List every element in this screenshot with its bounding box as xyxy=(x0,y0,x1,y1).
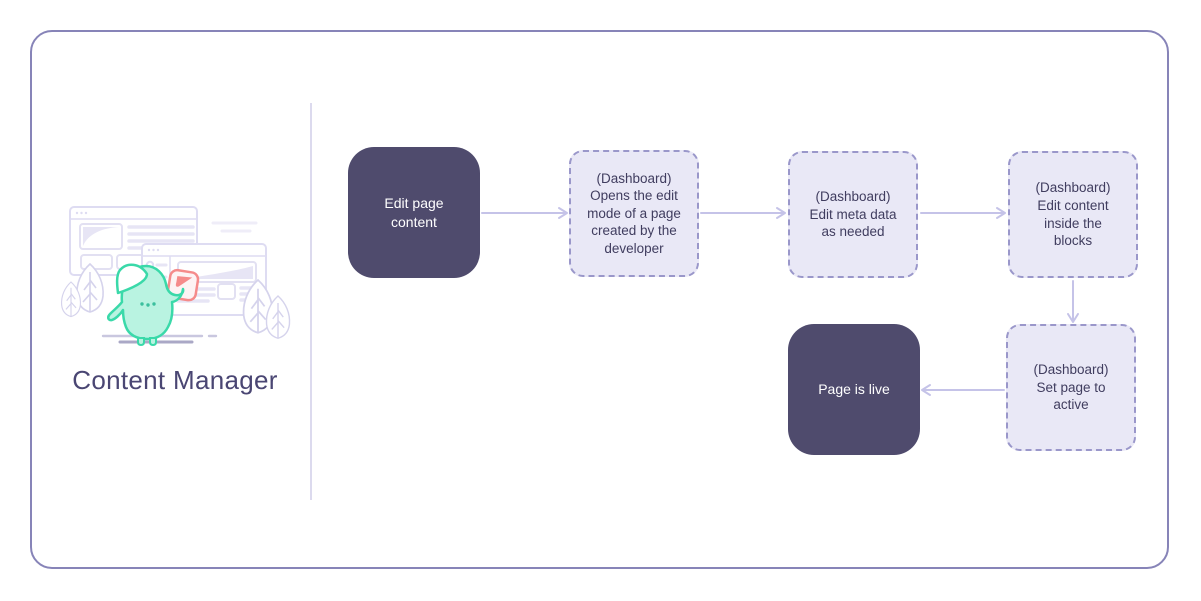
browser-window-back-icon xyxy=(69,206,198,276)
arrow-edit-to-open xyxy=(481,207,568,219)
node-edit-page-content: Edit page content xyxy=(348,147,480,278)
node-set-page-active: (Dashboard) Set page to active xyxy=(1006,324,1136,451)
arrow-blocks-to-active xyxy=(1067,280,1079,323)
node-page-is-live: Page is live xyxy=(788,324,920,455)
faint-lines-icon xyxy=(211,221,258,233)
plant-left-icon xyxy=(60,263,104,318)
node-edit-content-blocks: (Dashboard) Edit content inside the bloc… xyxy=(1008,151,1138,278)
node-open-edit-mode: (Dashboard) Opens the edit mode of a pag… xyxy=(569,150,699,277)
page-title: Content Manager xyxy=(72,365,278,395)
content-manager-illustration xyxy=(60,206,291,347)
vertical-divider xyxy=(310,103,312,500)
card-icon xyxy=(166,268,200,302)
node-edit-meta-data: (Dashboard) Edit meta data as needed xyxy=(788,151,918,278)
plant-right-icon xyxy=(242,279,291,339)
diagram-card: Content Manager Edit page content (Dashb… xyxy=(30,30,1169,569)
arrow-meta-to-blocks xyxy=(920,207,1006,219)
arrow-active-to-live xyxy=(921,384,1005,396)
mascot-icon xyxy=(107,263,185,347)
arrow-open-to-meta xyxy=(700,207,786,219)
